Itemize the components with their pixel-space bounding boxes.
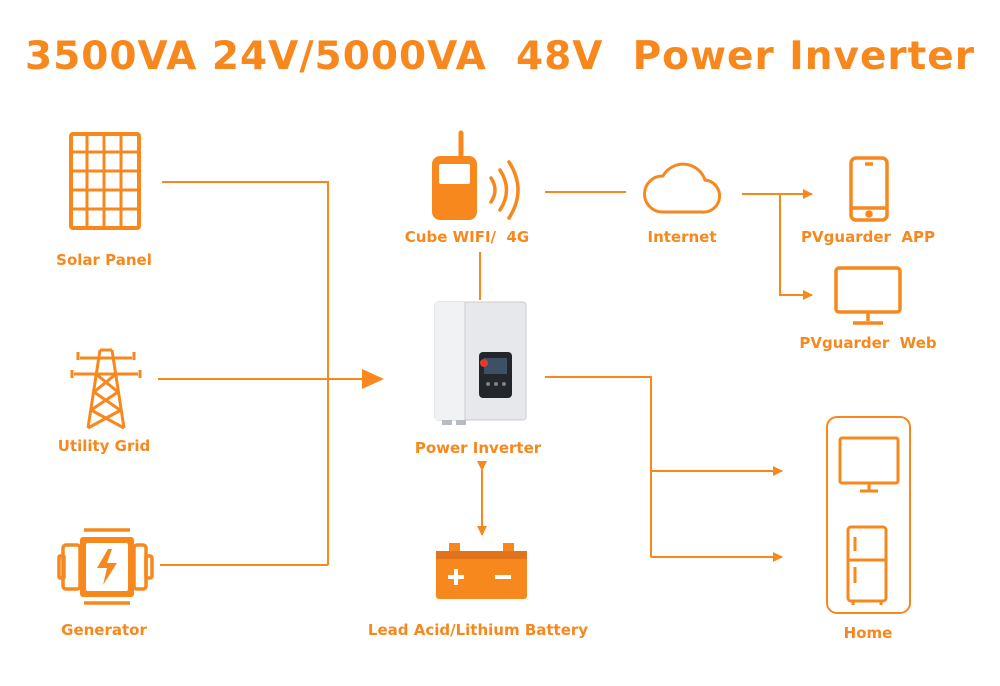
wifi-dongle-icon (432, 130, 520, 220)
solar-to-bus-line (162, 181, 329, 565)
label-battery: Lead Acid/Lithium Battery (367, 621, 589, 639)
label-wifi: Cube WIFI/ 4G (404, 228, 530, 246)
cloud-icon (643, 162, 721, 214)
label-web: PVguarder Web (799, 334, 937, 352)
label-generator: Generator (61, 621, 147, 639)
page-title: 3500VA 24V/5000VA 48V Power Inverter (25, 34, 975, 79)
inverter-to-home-line (545, 376, 652, 557)
solar-panel-icon (69, 132, 141, 230)
inverter-device (434, 301, 527, 425)
grid-to-inverter-arrow (362, 369, 384, 389)
label-home: Home (843, 624, 893, 642)
battery-icon (436, 543, 527, 599)
label-internet: Internet (647, 228, 717, 246)
transmission-tower-icon (70, 348, 142, 430)
connectors (158, 181, 813, 566)
label-utility-grid: Utility Grid (57, 437, 151, 455)
home-appliances-icon (826, 416, 911, 614)
smartphone-icon (849, 156, 889, 222)
label-app: PVguarder APP (801, 228, 935, 246)
monitor-icon (834, 266, 902, 325)
label-solar-panel: Solar Panel (56, 251, 152, 269)
generator-icon (57, 528, 154, 605)
label-inverter: Power Inverter (414, 439, 542, 457)
internet-to-web-line (779, 194, 813, 300)
